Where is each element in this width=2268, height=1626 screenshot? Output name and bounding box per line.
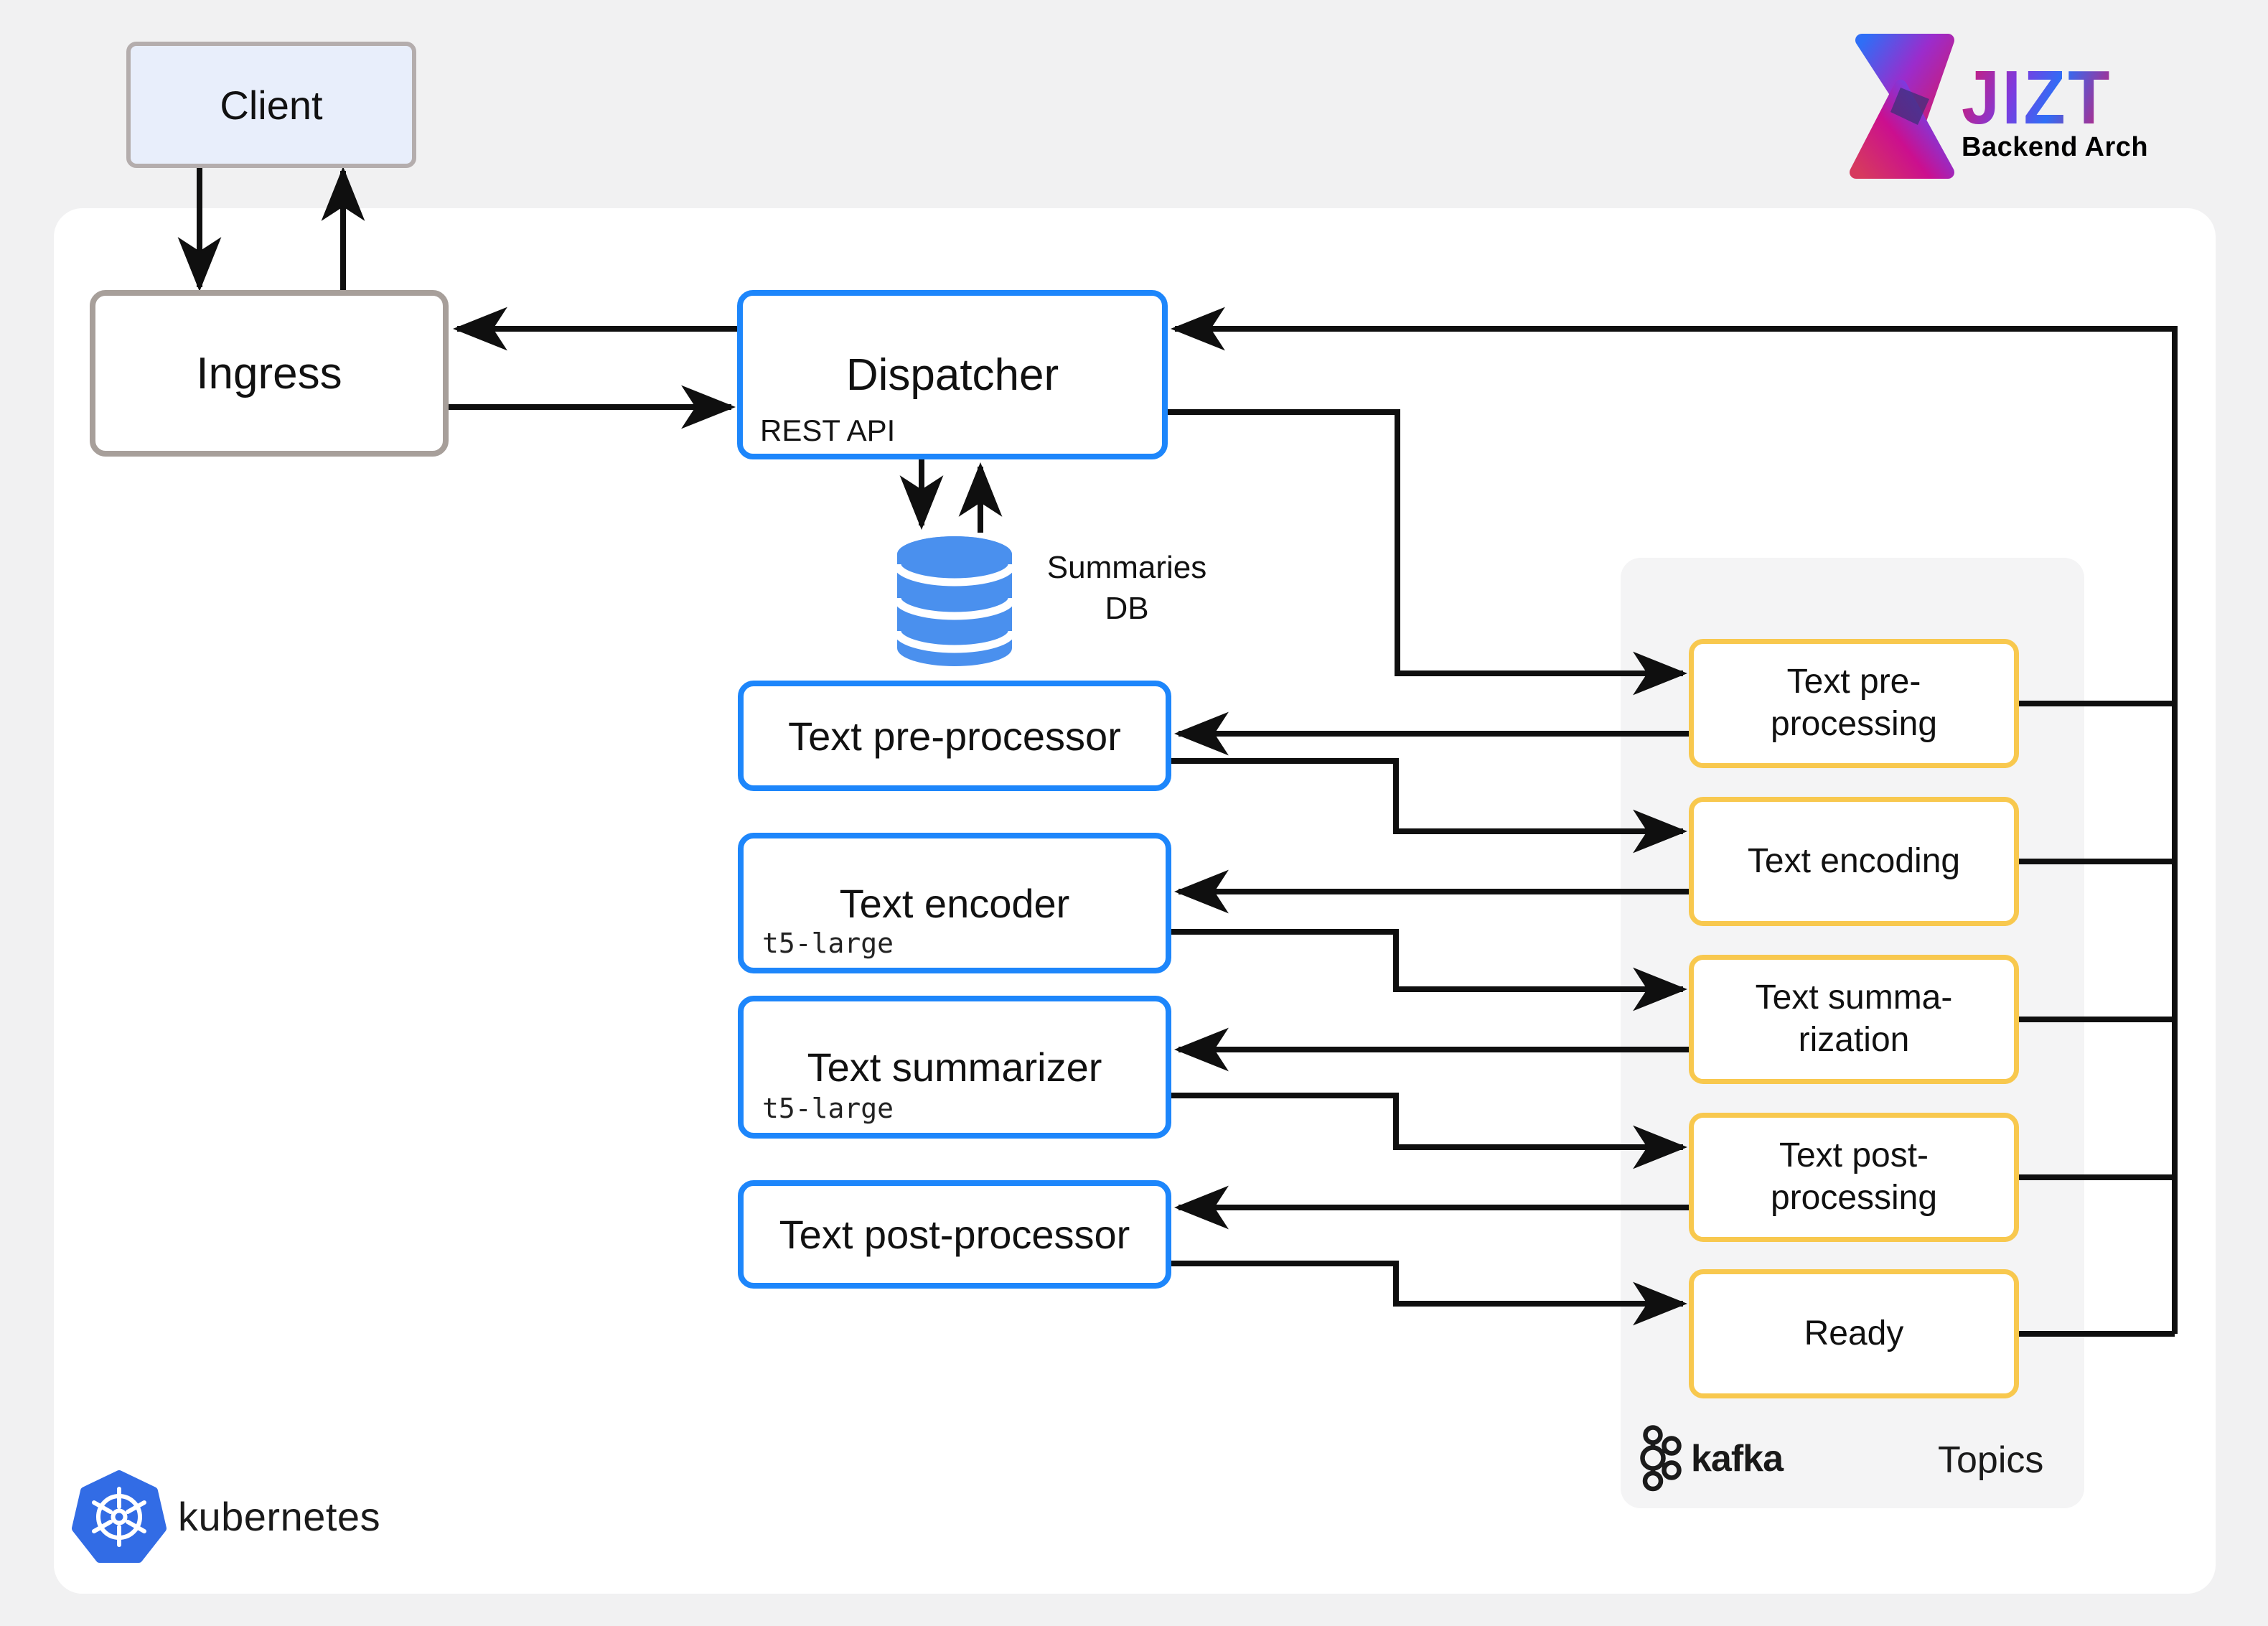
service-label: Text encoder xyxy=(839,880,1070,926)
kafka-logo-label: kafka xyxy=(1691,1438,1784,1480)
edge-dispatcher-to-topic1 xyxy=(1168,409,1688,696)
kafka-panel-title: Topics xyxy=(1938,1439,2044,1481)
topic-label: Text pre- processing xyxy=(1770,663,1938,743)
dispatcher-node: Dispatcher REST API xyxy=(737,290,1168,459)
service-label: Text post-processor xyxy=(779,1212,1130,1257)
client-label: Client xyxy=(220,82,323,128)
ingress-node: Ingress xyxy=(90,290,449,457)
service-label: Text pre-processor xyxy=(788,713,1121,759)
topic-label: Text post- processing xyxy=(1770,1136,1938,1217)
service-text-pre-processor: Text pre-processor xyxy=(738,681,1171,791)
ingress-label: Ingress xyxy=(196,348,342,398)
topic-text-encoding: Text encoding xyxy=(1689,797,2019,926)
edge-summarizer-to-topic4 xyxy=(1171,1093,1688,1169)
kubernetes-icon xyxy=(72,1470,167,1563)
service-model-label: t5-large xyxy=(762,928,894,959)
service-model-label: t5-large xyxy=(762,1093,894,1124)
service-text-post-processor: Text post-processor xyxy=(738,1180,1171,1289)
service-text-summarizer: Text summarizer t5-large xyxy=(738,996,1171,1139)
edge-encoder-to-topic3 xyxy=(1171,929,1688,1011)
topic-label: Ready xyxy=(1804,1314,1904,1352)
dispatcher-label: Dispatcher xyxy=(845,350,1059,400)
edge-trunk-to-dispatcher xyxy=(1170,307,2178,1334)
kubernetes-label: kubernetes xyxy=(178,1494,381,1539)
summaries-db-label: Summaries DB xyxy=(1046,550,1207,627)
topic-text-pre-processing: Text pre- processing xyxy=(1689,639,2019,768)
jizt-logo-icon xyxy=(1850,34,1954,179)
client-node: Client xyxy=(126,42,416,168)
service-label: Text summarizer xyxy=(807,1045,1102,1090)
topic-text-post-processing: Text post- processing xyxy=(1689,1113,2019,1242)
edge-postprocessor-to-topic5 xyxy=(1171,1261,1688,1326)
database-icon xyxy=(893,536,1016,666)
topic-label: Text encoding xyxy=(1747,841,1961,880)
topic-text-summarization: Text summa- rization xyxy=(1689,955,2019,1084)
topic-ready: Ready xyxy=(1689,1269,2019,1398)
service-text-encoder: Text encoder t5-large xyxy=(738,833,1171,973)
jizt-brand-text: JIZT xyxy=(1962,55,2112,140)
kafka-icon xyxy=(1640,1425,1682,1492)
edge-preprocessor-to-topic2 xyxy=(1171,758,1688,854)
logo-subtitle: Backend Arch xyxy=(1962,132,2149,162)
topic-label: Text summa- rization xyxy=(1755,978,1953,1059)
rest-api-label: REST API xyxy=(760,413,896,447)
